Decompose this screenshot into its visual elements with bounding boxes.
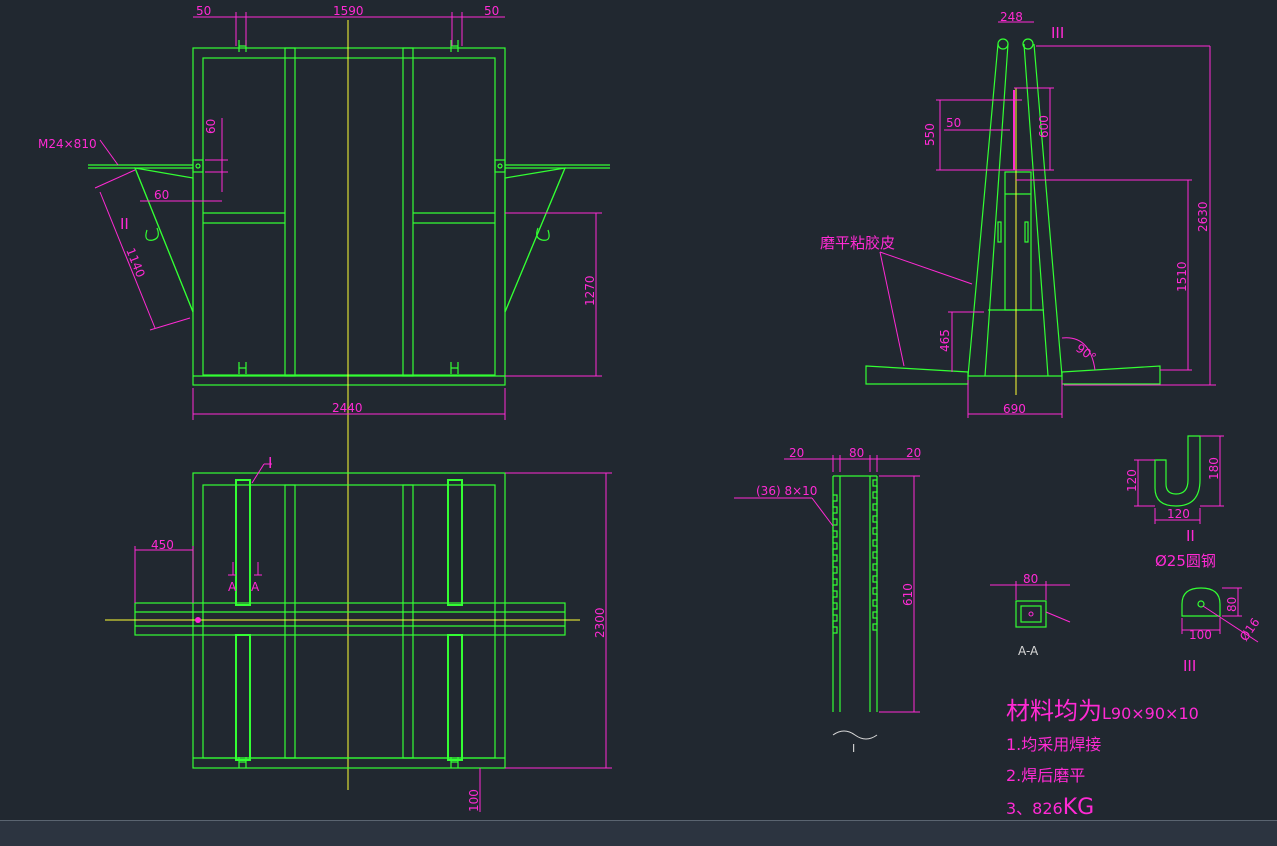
dim-top-left: 50 (196, 4, 211, 18)
detail-III-dim-80: 80 (1225, 597, 1239, 612)
cad-drawing-canvas[interactable]: 50 1590 50 M24×810 60 60 1140 II 1270 24… (0, 0, 1277, 820)
detail-III-dim-100: 100 (1189, 628, 1212, 642)
dim-248: 248 (1000, 10, 1023, 24)
rubber-label: 磨平粘胶皮 (820, 234, 895, 252)
dim-465: 465 (938, 329, 952, 352)
detail-III-dims (1181, 587, 1259, 643)
section-AA-title: A-A (1018, 644, 1039, 658)
detail-III-callout: III (1051, 24, 1064, 42)
detail-II-dim-120-width: 120 (1167, 507, 1190, 521)
dim-2300: 2300 (593, 607, 607, 638)
detail-I-dim-610: 610 (901, 583, 915, 606)
dim-600: 600 (1037, 115, 1051, 138)
front-outer-frame (192, 47, 506, 386)
dim-690: 690 (1003, 402, 1026, 416)
note-3-unit: KG (1063, 795, 1094, 820)
detail-II-callout: II (120, 215, 129, 233)
detail-III-title: III (1183, 657, 1196, 675)
dim-100: 100 (467, 789, 481, 812)
bolt-label: M24×810 (38, 137, 97, 151)
section-AA (1015, 600, 1047, 628)
plan-view-dims (134, 463, 612, 812)
side-inner-post (1004, 171, 1032, 311)
dim-1140: 1140 (123, 246, 147, 280)
detail-I-title: I (852, 742, 855, 755)
dim-top-right: 50 (484, 4, 499, 18)
dim-1270: 1270 (583, 275, 597, 306)
side-base-right (1061, 365, 1161, 385)
material-spec: L90×90×10 (1102, 704, 1199, 723)
dim-550: 550 (923, 123, 937, 146)
front-view-dims (94, 12, 602, 420)
detail-II-dim-120-height: 120 (1125, 469, 1139, 492)
dim-450: 450 (151, 538, 174, 552)
detail-II (1154, 435, 1201, 507)
front-view (88, 40, 610, 386)
detail-III (1181, 587, 1221, 617)
detail-II-dim-180: 180 (1207, 457, 1221, 480)
note-2: 2.焊后磨平 (1006, 766, 1085, 785)
side-view-dims (879, 21, 1216, 418)
detail-I-dim-20-right: 20 (906, 446, 921, 460)
dim-2440: 2440 (332, 401, 363, 415)
slot-label: (36) 8×10 (756, 484, 817, 498)
material-prefix: 材料均为 (1006, 697, 1102, 725)
detail-II-dims (1134, 435, 1224, 524)
dim-1510: 1510 (1175, 261, 1189, 292)
angle-90: 90° (1073, 341, 1098, 365)
front-upright-right (402, 47, 414, 377)
detail-II-material: Ø25圆钢 (1155, 552, 1216, 570)
status-bar (0, 820, 1277, 846)
detail-I (832, 475, 878, 712)
detail-I-dim-20-left: 20 (789, 446, 804, 460)
section-a-right: A (251, 580, 260, 594)
svg-text:3、826KG: 3、826KG (1006, 795, 1094, 820)
plan-cross-beam (134, 602, 566, 636)
front-inner-frame (202, 57, 496, 376)
detail-II-title: II (1186, 527, 1195, 545)
dim-2630: 2630 (1196, 201, 1210, 232)
detail-I-callout: I (268, 454, 272, 472)
dim-60-horizontal: 60 (154, 188, 169, 202)
front-upright-left (284, 47, 296, 377)
drawing-svg: 50 1590 50 M24×810 60 60 1140 II 1270 24… (38, 4, 1263, 820)
dim-50: 50 (946, 116, 961, 130)
note-1: 1.均采用焊接 (1006, 735, 1101, 754)
notes-block: 材料均为L90×90×10 1.均采用焊接 2.焊后磨平 3、826KG (1006, 697, 1199, 820)
section-AA-dim-80: 80 (1023, 572, 1038, 586)
detail-I-dims (734, 455, 920, 713)
svg-text:材料均为L90×90×10: 材料均为L90×90×10 (1006, 697, 1199, 725)
side-base-left (865, 365, 969, 385)
dim-60-vertical: 60 (204, 119, 218, 134)
detail-III-dim-hole: Ø16 (1237, 615, 1263, 643)
detail-I-dim-80: 80 (849, 446, 864, 460)
dim-top-mid: 1590 (333, 4, 364, 18)
section-a-left: A (228, 580, 237, 594)
note-3-prefix: 3、826 (1006, 799, 1063, 818)
